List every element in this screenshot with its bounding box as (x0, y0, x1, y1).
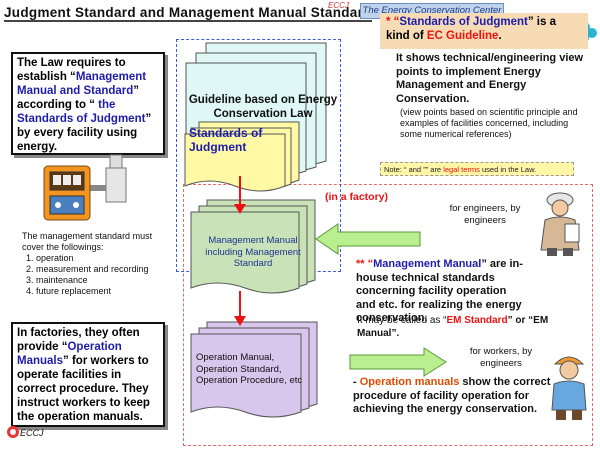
management-doc-label: Management Manual including Management S… (205, 235, 301, 269)
sj-mid: ” is a kind of (386, 16, 556, 42)
eccj-logo-small: ECCJ (328, 1, 349, 10)
law-text-3: ” by every facility using energy. (17, 113, 152, 153)
coverage-item: measurement and recording (36, 264, 172, 275)
note-suffix: used in the Law. (479, 165, 537, 174)
page-title: Judgment Standard and Management Manual … (4, 5, 372, 22)
energy-meter-illustration (43, 154, 127, 221)
ops-highlight: Operation Manuals (17, 341, 122, 367)
note-prefix: Note: “ and ”” are (384, 165, 444, 174)
coverage-list: operation measurement and recording main… (22, 253, 172, 297)
standards-doc-label: Standards of Judgment (189, 126, 263, 154)
workers-label: for workers, by engineers (469, 346, 533, 369)
mm-prefix: ** “ (356, 258, 374, 270)
operation-manuals-description: - Operation manuals show the correct pro… (353, 376, 563, 417)
coverage-item: future replacement (36, 286, 172, 297)
law-highlight-sj: the Standards of Judgment (17, 99, 146, 125)
standards-definition-box: * “Standards of Judgment” is a kind of E… (380, 13, 588, 49)
law-text-1: The Law requires to establish “ (17, 57, 126, 83)
sj-guideline: EC Guideline (426, 30, 499, 42)
guideline-label: Guideline based on Energy Conservation L… (188, 94, 338, 120)
factory-label: (in a factory) (325, 191, 389, 203)
ops-text-2: ” for workers to operate facilities in c… (17, 355, 150, 423)
note-highlight: legal terms (443, 165, 480, 174)
mm-rest: ” are in-house technical standards conce… (356, 258, 523, 324)
management-manual-document-stack (190, 199, 316, 294)
standards-document-stack (184, 121, 300, 192)
engineer-figure (540, 192, 580, 256)
flow-arrows (234, 176, 246, 326)
sj-prefix: * “ (386, 16, 400, 28)
engineers-label: for engineers, by engineers (449, 203, 521, 226)
management-manual-description: ** “Management Manual” are in-house tech… (356, 258, 524, 326)
technical-viewpoint-text: It shows technical/engineering view poin… (396, 52, 584, 105)
eccj-sun-icon (7, 426, 19, 438)
arrow-right-icon (349, 347, 447, 377)
sj-title: Standards of Judgment (399, 16, 528, 28)
em-standard-text: It may be called as “EM Standard” or “EM… (357, 314, 593, 340)
arrow-left-icon (315, 223, 421, 255)
management-standard-coverage: The management standard must cover the f… (22, 231, 172, 297)
operation-doc-label: Operation Manual, Operation Standard, Op… (196, 352, 303, 386)
operation-manuals-box: In factories, they often provide “Operat… (11, 322, 165, 427)
operation-manual-document-stack (190, 321, 318, 418)
law-highlight-mm: Management Manual and Standard (17, 71, 147, 97)
law-requirement-box: The Law requires to establish “Managemen… (11, 52, 165, 155)
eccj-logo-bottom: ECCJ (20, 428, 44, 438)
om-prefix: - (353, 376, 360, 388)
mm-title: Management Manual (373, 258, 482, 270)
coverage-item: operation (36, 253, 172, 264)
factory-frame (183, 184, 593, 446)
ops-text-1: In factories, they often provide “ (17, 327, 140, 353)
law-text-2: ” according to “ (17, 85, 140, 111)
coverage-intro: The management standard must cover the f… (22, 231, 153, 252)
om-rest: show the correct procedure of facility o… (353, 376, 551, 415)
om-title: Operation manuals (359, 376, 460, 388)
em-mid: ” or “EM Manual”. (357, 315, 549, 339)
legal-terms-note: Note: “ and ”” are legal terms used in t… (380, 162, 574, 176)
em-standard: EM Standard (446, 315, 508, 326)
worker-figure (551, 356, 587, 420)
coverage-item: maintenance (36, 275, 172, 286)
em-prefix: It may be called as “ (357, 315, 447, 326)
technical-viewpoint-subtext: (view points based on scientific princip… (400, 107, 578, 139)
sj-end: . (498, 30, 502, 42)
